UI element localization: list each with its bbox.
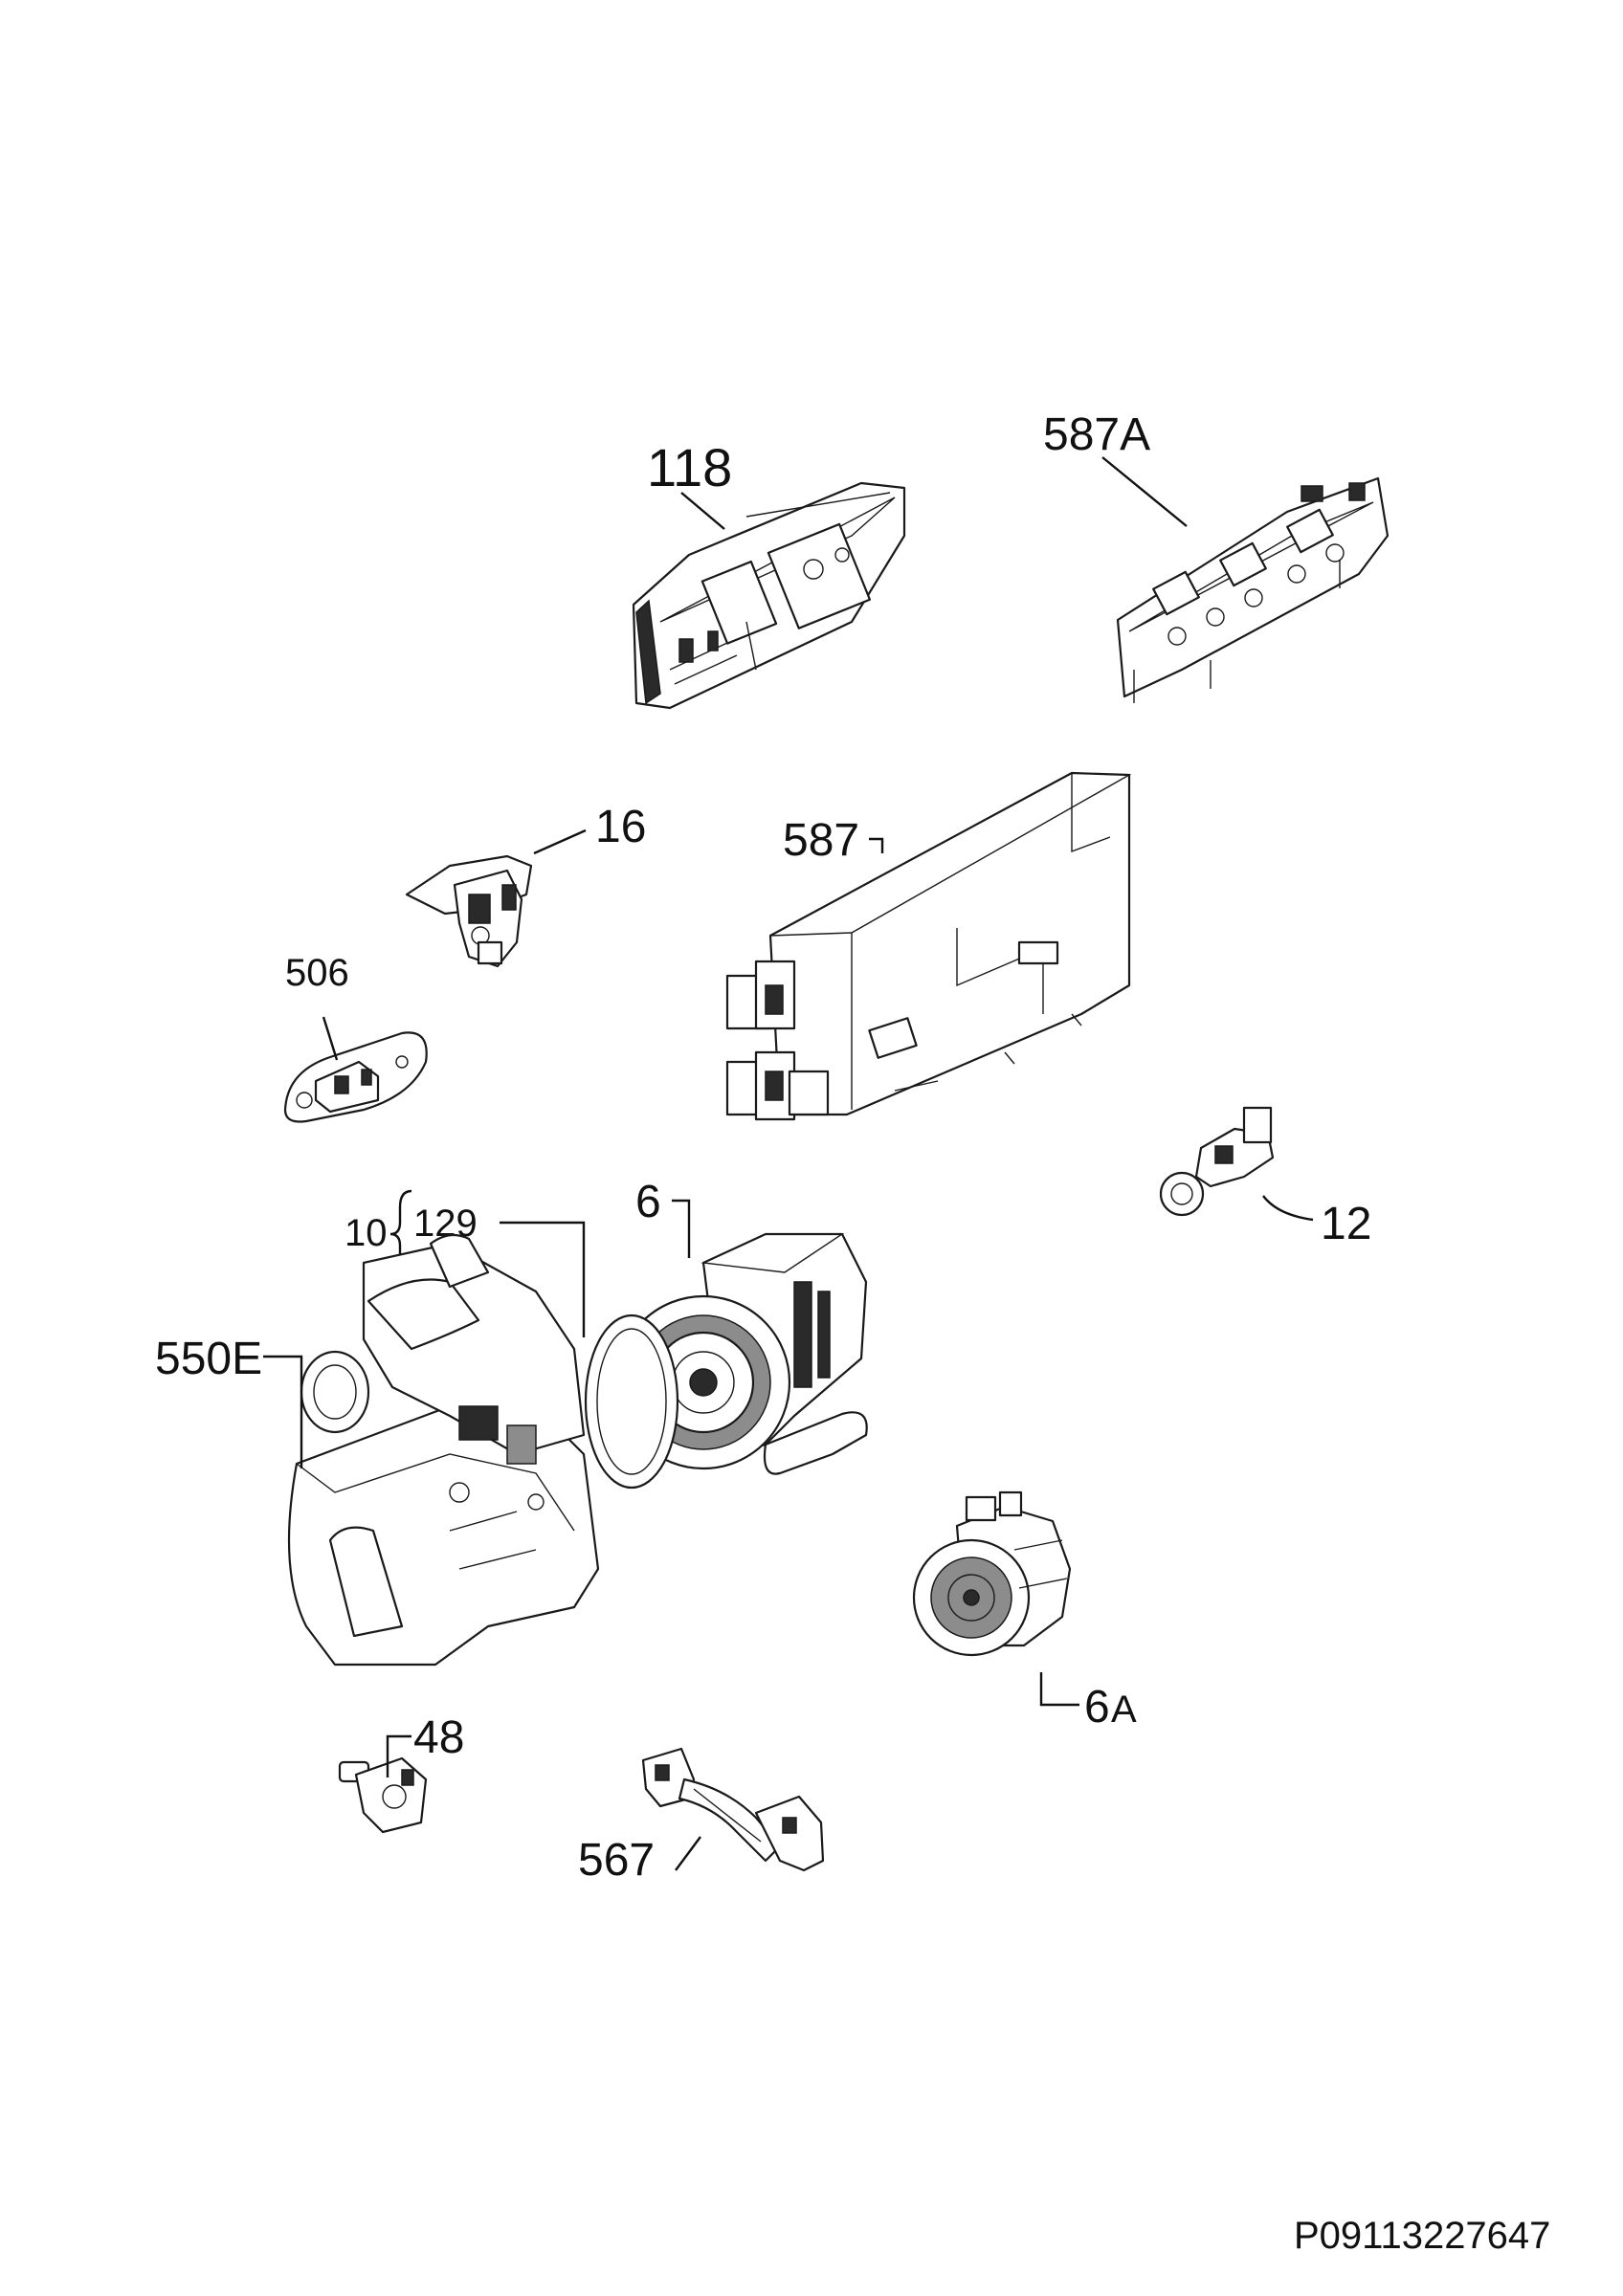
part-16-door-lock: [405, 854, 533, 968]
label-567: 567: [578, 1835, 655, 1886]
leader-567: [675, 1836, 701, 1871]
leader-118: [680, 492, 725, 530]
part-129-ring-seal: [584, 1314, 679, 1490]
part-567-wiring-harness: [641, 1747, 825, 1872]
part-587a-display-board: [1116, 476, 1390, 703]
leader-506: [322, 1016, 339, 1061]
part-12-sensor: [1159, 1106, 1275, 1217]
leader-16: [533, 828, 587, 855]
part-506-door-switch: [283, 1031, 428, 1123]
leader-129: [500, 1221, 586, 1337]
label-12: 12: [1321, 1199, 1371, 1249]
part-6a-drain-pump: [912, 1490, 1072, 1657]
label-506: 506: [285, 952, 349, 994]
label-6a-number: 6: [1084, 1682, 1110, 1733]
part-118-control-board: [632, 481, 906, 710]
diagram-reference-code: P09113227647: [1294, 2215, 1550, 2257]
label-6a-letter: A: [1111, 1689, 1137, 1731]
label-587: 587: [783, 815, 859, 866]
label-587a: 587A: [1043, 409, 1150, 460]
label-550e: 550E: [155, 1334, 262, 1384]
leader-48: [386, 1734, 411, 1777]
leader-587a: [1101, 456, 1188, 527]
label-48: 48: [413, 1712, 464, 1763]
part-550e-sump-housing: [287, 1233, 600, 1667]
label-10: 10: [345, 1212, 388, 1254]
leader-12: [1262, 1195, 1314, 1222]
leader-587: [869, 837, 884, 853]
label-16: 16: [595, 802, 646, 852]
part-587-electronic-module: [725, 771, 1132, 1121]
label-6: 6: [635, 1177, 661, 1227]
leader-6a: [1039, 1672, 1079, 1707]
label-118: 118: [647, 437, 732, 497]
leader-6: [672, 1199, 691, 1258]
leader-550e: [263, 1355, 303, 1468]
part-48-sensor: [338, 1756, 428, 1834]
